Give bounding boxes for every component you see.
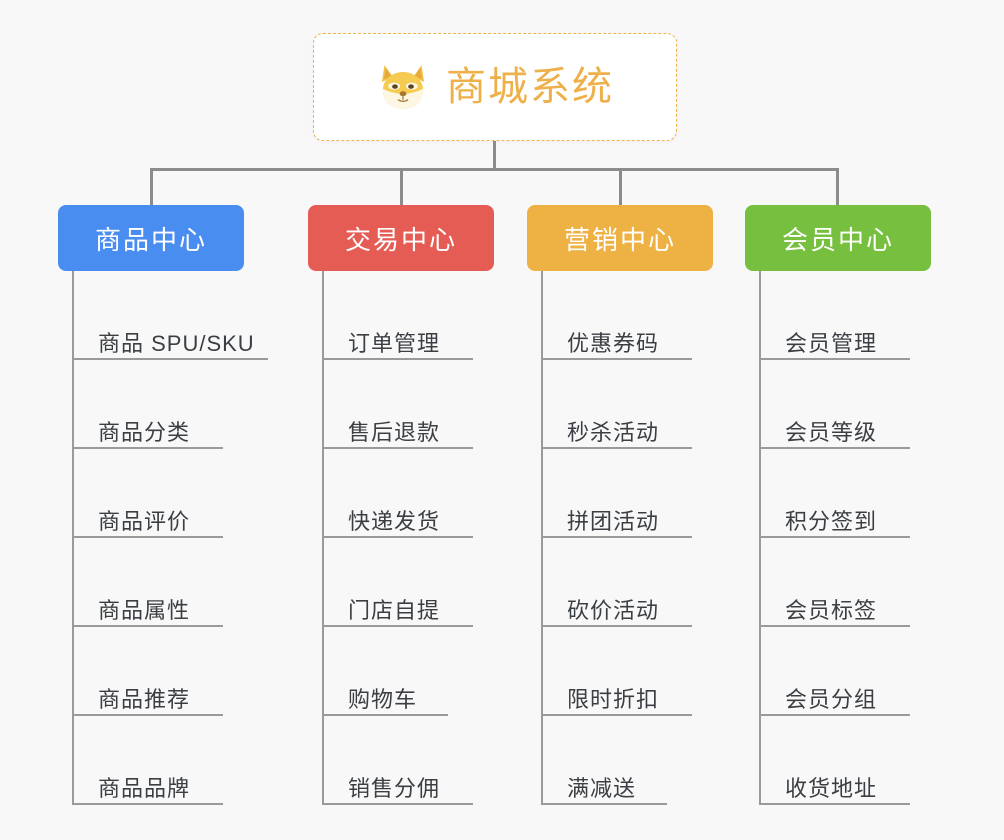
leaf-item[interactable]: 积分签到	[761, 449, 931, 538]
leaf-item[interactable]: 秒杀活动	[543, 360, 713, 449]
leaf-label: 商品评价	[98, 508, 191, 534]
leaf-label: 秒杀活动	[567, 419, 660, 445]
leaf-label: 快递发货	[348, 508, 441, 534]
branch-header-label: 营销中心	[563, 224, 676, 255]
leaf-list-2: 订单管理 售后退款 快递发货 门店自提 购物车 销售分佣	[322, 271, 494, 805]
connector-horizontal-bus	[150, 168, 838, 171]
leaf-label: 门店自提	[348, 597, 441, 623]
connector-drop-2	[400, 168, 403, 205]
branch-header-1[interactable]: 商品中心	[58, 205, 244, 271]
leaf-label: 售后退款	[348, 419, 441, 445]
leaf-item[interactable]: 会员等级	[761, 360, 931, 449]
branch-header-label: 交易中心	[344, 224, 457, 255]
leaf-label: 拼团活动	[567, 508, 660, 534]
connector-root-stem	[493, 141, 496, 170]
leaf-item[interactable]: 会员管理	[761, 271, 931, 360]
leaf-label: 订单管理	[348, 330, 441, 356]
branch-header-label: 会员中心	[781, 224, 894, 255]
branch-column-2: 交易中心 订单管理 售后退款 快递发货 门店自提 购物车 销售分佣	[308, 205, 494, 805]
leaf-item[interactable]: 限时折扣	[543, 627, 713, 716]
leaf-label: 会员标签	[785, 597, 878, 623]
leaf-item[interactable]: 购物车	[324, 627, 494, 716]
branch-header-label: 商品中心	[94, 224, 207, 255]
leaf-list-1: 商品 SPU/SKU 商品分类 商品评价 商品属性 商品推荐 商品品牌	[72, 271, 268, 805]
leaf-item[interactable]: 订单管理	[324, 271, 494, 360]
leaf-item[interactable]: 商品品牌	[74, 716, 244, 805]
leaf-item[interactable]: 门店自提	[324, 538, 494, 627]
leaf-label: 购物车	[348, 686, 418, 712]
branch-header-2[interactable]: 交易中心	[308, 205, 494, 271]
leaf-list-4: 会员管理 会员等级 积分签到 会员标签 会员分组 收货地址	[759, 271, 931, 805]
leaf-item[interactable]: 收货地址	[761, 716, 931, 805]
leaf-item[interactable]: 拼团活动	[543, 449, 713, 538]
leaf-label: 会员管理	[785, 330, 878, 356]
leaf-label: 满减送	[567, 775, 637, 801]
leaf-label: 会员分组	[785, 686, 878, 712]
leaf-label: 积分签到	[785, 508, 878, 534]
connector-drop-3	[619, 168, 622, 205]
leaf-label: 商品品牌	[98, 775, 191, 801]
branch-column-1: 商品中心 商品 SPU/SKU 商品分类 商品评价 商品属性 商品推荐 商品品牌	[58, 205, 268, 805]
leaf-label: 限时折扣	[567, 686, 660, 712]
branch-column-3: 营销中心 优惠券码 秒杀活动 拼团活动 砍价活动 限时折扣 满减送	[527, 205, 713, 805]
leaf-item[interactable]: 商品分类	[74, 360, 244, 449]
leaf-label: 商品分类	[98, 419, 191, 445]
leaf-item[interactable]: 优惠券码	[543, 271, 713, 360]
leaf-label: 销售分佣	[348, 775, 441, 801]
leaf-item[interactable]: 商品属性	[74, 538, 244, 627]
leaf-item[interactable]: 快递发货	[324, 449, 494, 538]
root-node[interactable]: 商城系统	[313, 33, 677, 141]
leaf-item[interactable]: 满减送	[543, 716, 713, 805]
leaf-list-3: 优惠券码 秒杀活动 拼团活动 砍价活动 限时折扣 满减送	[541, 271, 713, 805]
leaf-label: 砍价活动	[567, 597, 660, 623]
leaf-item[interactable]: 售后退款	[324, 360, 494, 449]
branch-column-4: 会员中心 会员管理 会员等级 积分签到 会员标签 会员分组 收货地址	[745, 205, 931, 805]
leaf-label: 优惠券码	[567, 330, 660, 356]
leaf-label: 收货地址	[785, 775, 878, 801]
branch-header-4[interactable]: 会员中心	[745, 205, 931, 271]
leaf-label: 商品 SPU/SKU	[98, 330, 255, 356]
branch-header-3[interactable]: 营销中心	[527, 205, 713, 271]
connector-drop-4	[836, 168, 839, 205]
leaf-item[interactable]: 商品 SPU/SKU	[74, 271, 268, 360]
connector-drop-1	[150, 168, 153, 205]
leaf-item[interactable]: 会员分组	[761, 627, 931, 716]
leaf-item[interactable]: 商品推荐	[74, 627, 244, 716]
leaf-item[interactable]: 砍价活动	[543, 538, 713, 627]
leaf-label: 商品推荐	[98, 686, 191, 712]
leaf-item[interactable]: 商品评价	[74, 449, 244, 538]
leaf-label: 商品属性	[98, 597, 191, 623]
leaf-item[interactable]: 会员标签	[761, 538, 931, 627]
leaf-label: 会员等级	[785, 419, 878, 445]
shiba-dog-icon	[381, 65, 425, 109]
leaf-item[interactable]: 销售分佣	[324, 716, 494, 805]
root-title: 商城系统	[446, 65, 614, 109]
